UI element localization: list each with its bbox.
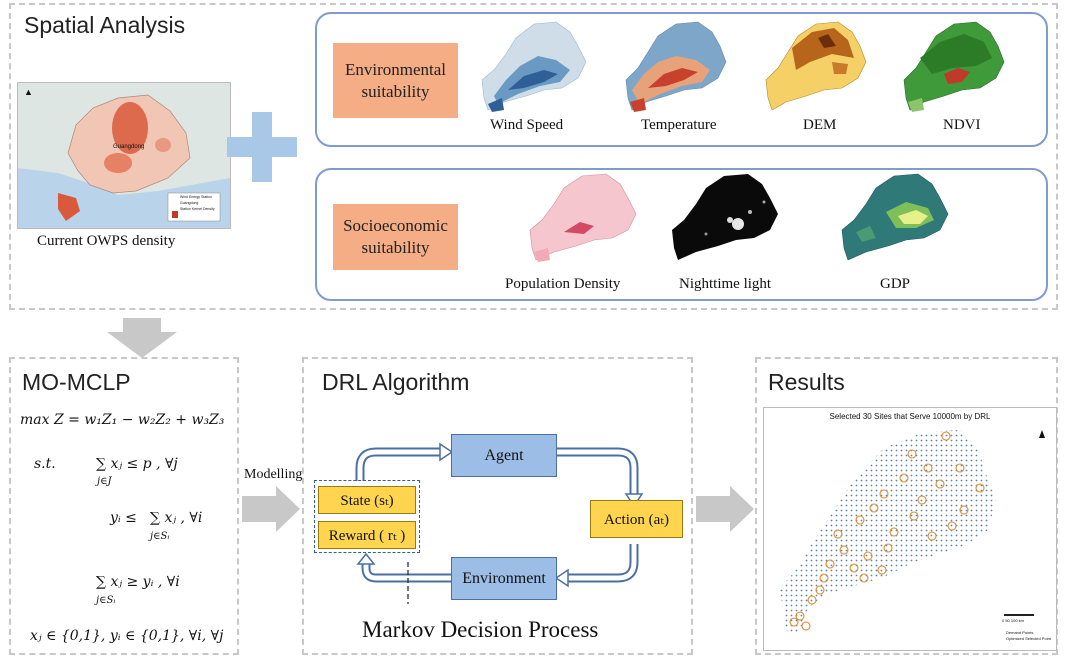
ndvi-caption: NDVI — [943, 117, 981, 133]
gdp-map — [841, 173, 949, 261]
ndvi-map — [903, 21, 1005, 112]
temperature-caption: Temperature — [641, 117, 717, 133]
modelling-label: Modelling — [244, 467, 303, 482]
drl-title: DRL Algorithm — [322, 369, 470, 395]
wind-speed-map — [481, 21, 587, 112]
results-chart-title: Selected 30 Sites that Serve 10000m by D… — [829, 412, 991, 421]
mo-mclp-title: MO-MCLP — [22, 369, 131, 395]
temperature-map — [625, 21, 727, 112]
spatial-analysis-title: Spatial Analysis — [24, 12, 186, 38]
nighttime-light-caption: Nighttime light — [679, 276, 772, 292]
results-map: Selected 30 Sites that Serve 10000m by D… — [763, 407, 1057, 651]
results-title: Results — [768, 369, 845, 395]
owps-density-map: Guangdong Wind Energy Station Guangdong … — [17, 82, 231, 229]
results-arrow-icon — [696, 486, 754, 532]
dem-map — [765, 21, 867, 111]
map-legend-item: Guangdong — [180, 201, 199, 205]
state-reward-group — [314, 480, 420, 553]
constraint-4: xⱼ ∈ {0,1}, yᵢ ∈ {0,1}, ∀i, ∀j — [30, 628, 224, 644]
map-region-label: Guangdong — [113, 144, 145, 150]
gdp-caption: GDP — [880, 276, 911, 292]
map-legend-item: Wind Energy Station — [180, 195, 212, 199]
action-node: Action (aₜ) — [590, 500, 683, 538]
north-arrow-icon: ▲ — [24, 87, 33, 97]
drl-panel — [302, 357, 693, 655]
environmental-label: Environmental suitability — [333, 43, 458, 118]
objective-function: max Z = w₁Z₁ − w₂Z₂ + w₃Z₃ — [20, 412, 225, 428]
reward-node: Reward ( rₜ ) — [318, 521, 416, 549]
mdp-loop-arrows — [355, 442, 644, 604]
environment-node: Environment — [451, 557, 557, 600]
constraint-3-sub: j∈Sᵢ — [96, 595, 116, 606]
map-legend-item: Station Kernel Density — [180, 207, 215, 211]
constraint-2: ∑ xⱼ , ∀i — [150, 510, 203, 526]
wind-speed-caption: Wind Speed — [490, 117, 564, 133]
state-node: State (sₜ) — [318, 486, 416, 514]
socioeconomic-label: Socioeconomic suitability — [333, 204, 458, 270]
legend-demand-points: Demand Points — [1006, 630, 1034, 635]
population-density-map — [529, 173, 637, 262]
constraint-2-lhs: yᵢ ≤ — [110, 510, 137, 526]
mo-mclp-panel — [9, 357, 239, 655]
nighttime-light-map — [672, 174, 778, 260]
population-density-caption: Population Density — [505, 276, 621, 292]
plus-icon — [227, 112, 297, 182]
constraint-3: ∑ xⱼ ≥ yᵢ , ∀i — [96, 574, 180, 590]
spatial-analysis-panel — [9, 3, 1058, 310]
constraint-2-sub: j∈Sᵢ — [150, 531, 170, 542]
scale-bar-label: 0 50 100 km — [1002, 618, 1025, 623]
agent-node: Agent — [451, 434, 557, 477]
modelling-arrow-icon — [242, 486, 300, 532]
subject-to-label: s.t. — [34, 456, 56, 472]
results-panel — [755, 357, 1058, 655]
down-arrow-icon — [107, 318, 177, 358]
constraint-1: ∑ xⱼ ≤ p , ∀j — [96, 456, 178, 472]
dem-caption: DEM — [803, 117, 837, 133]
mdp-caption: Markov Decision Process — [362, 617, 599, 642]
constraint-1-sub: j∈J — [97, 476, 112, 487]
owps-density-caption: Current OWPS density — [37, 233, 176, 249]
legend-selected-points: Optimized Selected Point — [1006, 636, 1051, 641]
